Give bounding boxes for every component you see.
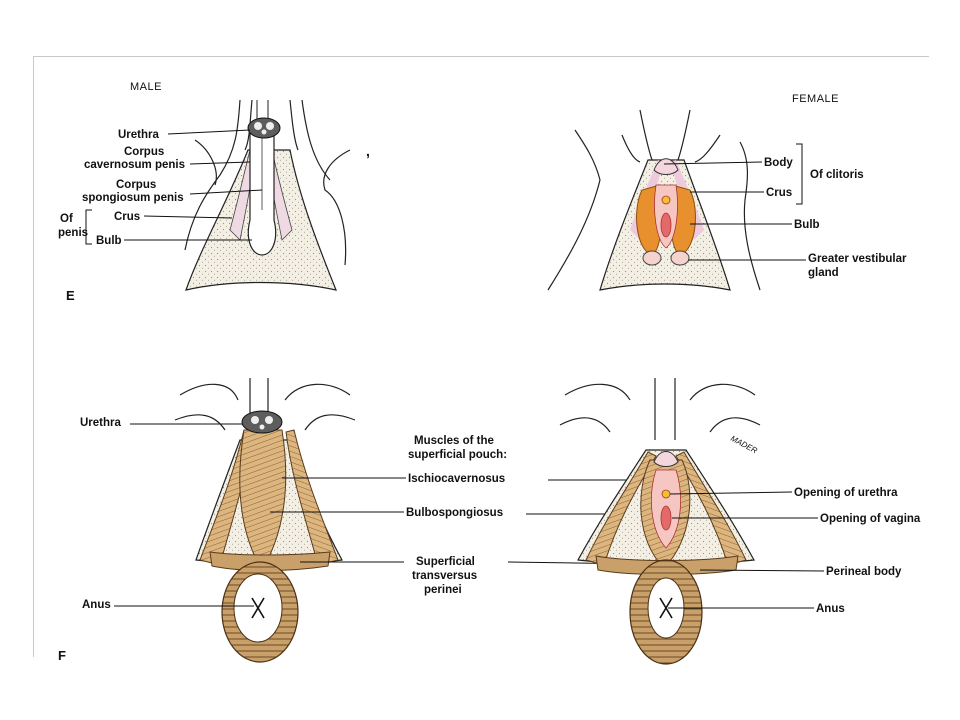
label-greater-vestibular-2: gland	[808, 267, 839, 279]
label-urethra-bottom: Urethra	[80, 417, 122, 429]
label-of-clitoris: Of clitoris	[810, 169, 864, 181]
male-top-labels: Urethra Corpus cavernosum penis Corpus s…	[58, 129, 370, 247]
label-superficial-1: Superficial	[416, 556, 475, 568]
female-top-labels: Body Crus Of clitoris Bulb Greater vesti…	[663, 143, 907, 279]
female-caption: FEMALE	[792, 93, 839, 105]
label-corpus-cavernosum-1: Corpus	[124, 146, 164, 158]
male-top-illustration	[184, 99, 351, 291]
label-anus-male: Anus	[82, 599, 111, 611]
label-superficial-2: transversus	[412, 570, 477, 582]
figure-letter-bottom: F	[58, 648, 66, 663]
figure-letter-top: E	[66, 288, 75, 303]
label-ischiocavernosus: Ischiocavernosus	[408, 473, 505, 485]
stray-mark: ,	[366, 143, 370, 159]
middle-labels: Muscles of the superficial pouch: Ischio…	[270, 435, 662, 596]
label-bulbospongiosus: Bulbospongiosus	[406, 507, 503, 519]
label-crus-female: Crus	[766, 187, 792, 199]
label-greater-vestibular-1: Greater vestibular	[808, 253, 907, 265]
label-corpus-spongiosum-1: Corpus	[116, 179, 156, 191]
label-urethra-top: Urethra	[118, 129, 160, 141]
male-bottom-labels: Urethra Anus	[80, 417, 254, 611]
label-opening-urethra: Opening of urethra	[794, 487, 898, 499]
label-penis: penis	[58, 227, 88, 239]
label-crus-male: Crus	[114, 211, 140, 223]
label-anus-female: Anus	[816, 603, 845, 615]
label-of: Of	[60, 213, 73, 225]
label-opening-vagina: Opening of vagina	[820, 513, 921, 525]
muscles-heading-2: superficial pouch:	[408, 449, 507, 461]
muscles-heading-1: Muscles of the	[414, 435, 494, 447]
label-bulb-male: Bulb	[96, 235, 122, 247]
female-bottom-illustration: MADER	[559, 378, 761, 665]
label-corpus-cavernosum-2: cavernosum penis	[84, 159, 185, 171]
label-bulb-female: Bulb	[794, 219, 820, 231]
label-corpus-spongiosum-2: spongiosum penis	[82, 192, 184, 204]
figure-frame	[33, 56, 929, 657]
label-superficial-3: perinei	[424, 584, 462, 596]
female-bottom-labels: Opening of urethra Opening of vagina Per…	[668, 487, 921, 615]
female-top-illustration	[547, 109, 761, 291]
male-caption: MALE	[130, 81, 162, 93]
label-perineal-body: Perineal body	[826, 566, 902, 578]
signature-mader: MADER	[729, 434, 759, 456]
label-body-clitoris: Body	[764, 157, 793, 169]
male-bottom-illustration	[174, 378, 356, 663]
